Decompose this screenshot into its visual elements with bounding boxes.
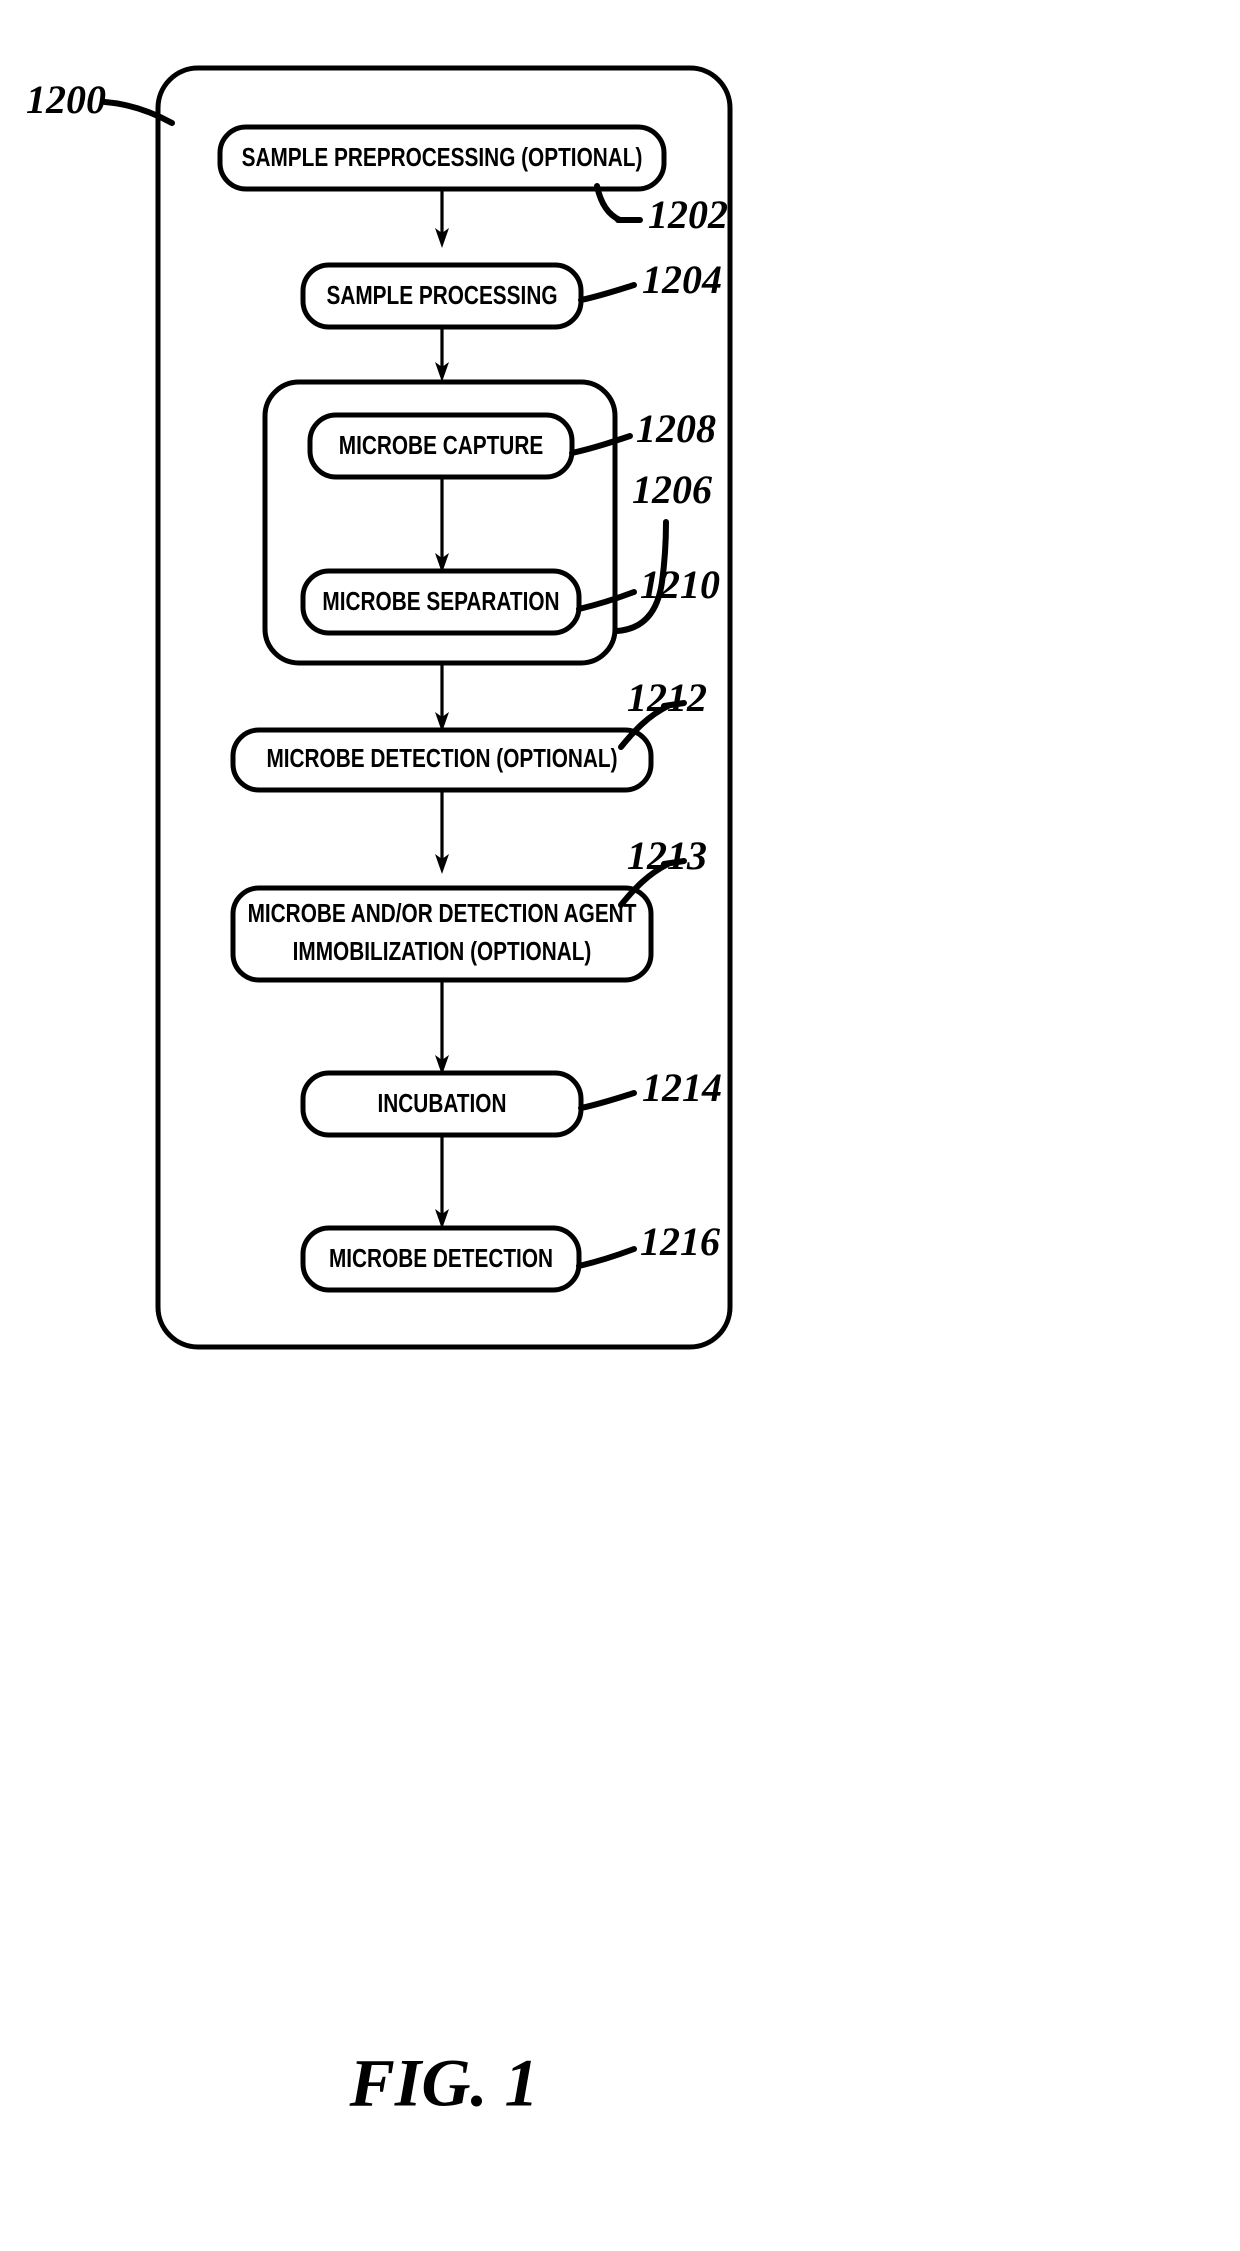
ref-numeral-1208: 1208 <box>636 406 716 451</box>
leader-line-1208 <box>569 433 633 456</box>
arrowhead-7 <box>435 1209 449 1229</box>
leader-tick-1213 <box>661 858 687 867</box>
leader-line-1214 <box>578 1090 637 1111</box>
leader-tick-1212 <box>661 700 687 709</box>
leader-line-1200 <box>102 99 175 126</box>
leader-line-1206 <box>614 519 669 634</box>
node-label-microbe-detection: MICROBE DETECTION <box>329 1244 553 1273</box>
node-label-microbe-detection-optional: MICROBE DETECTION (OPTIONAL) <box>266 744 617 773</box>
outer-container-1200 <box>155 65 733 1350</box>
ref-numeral-1202: 1202 <box>648 192 728 237</box>
node-microbe-detection <box>300 1225 582 1293</box>
arrowhead-2 <box>435 362 449 382</box>
node-label-microbe-capture: MICROBE CAPTURE <box>339 431 543 460</box>
node-label-immobilization-line2: IMMOBILIZATION (OPTIONAL) <box>293 937 592 966</box>
node-label-sample-processing: SAMPLE PROCESSING <box>326 281 557 310</box>
node-label-microbe-separation: MICROBE SEPARATION <box>322 587 559 616</box>
ref-numeral-1216: 1216 <box>640 1219 720 1264</box>
ref-numeral-1206: 1206 <box>632 467 712 512</box>
ref-numeral-1213: 1213 <box>627 833 707 878</box>
node-label-immobilization-line1: MICROBE AND/OR DETECTION AGENT <box>248 899 637 928</box>
ref-numeral-1214: 1214 <box>642 1065 722 1110</box>
ref-numeral-1204: 1204 <box>642 257 722 302</box>
group-capture-separation-1206 <box>262 379 618 666</box>
arrowhead-1 <box>435 228 449 248</box>
arrowhead-4 <box>435 712 449 732</box>
node-label-sample-preprocessing: SAMPLE PREPROCESSING (OPTIONAL) <box>242 143 643 172</box>
leader-line-1204 <box>578 282 637 303</box>
ref-numeral-1200: 1200 <box>26 77 106 122</box>
arrowhead-5 <box>435 854 449 874</box>
leader-line-1216 <box>576 1246 637 1269</box>
arrowhead-3 <box>435 553 449 573</box>
arrowhead-6 <box>435 1055 449 1075</box>
figure-caption: FIG. 1 <box>349 2045 539 2121</box>
leader-line-1210 <box>576 589 637 612</box>
node-label-incubation: INCUBATION <box>378 1089 507 1118</box>
ref-numeral-1212: 1212 <box>627 675 707 720</box>
node-microbe-separation <box>300 568 582 636</box>
ref-numeral-1210: 1210 <box>640 562 720 607</box>
